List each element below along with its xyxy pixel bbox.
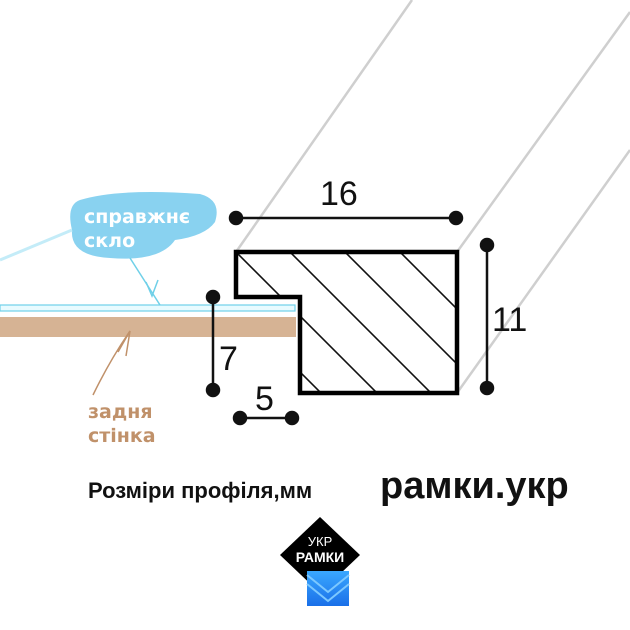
brand-name: рамки.укр (380, 465, 569, 507)
dim-5: 5 (255, 380, 274, 418)
glass-bubble (0, 192, 217, 306)
glass-label: справжнє скло (84, 205, 190, 253)
dim-11: 11 (492, 301, 527, 339)
glass-pane (0, 304, 296, 312)
logo-line2: РАМКИ (296, 549, 345, 565)
backing-arrow (92, 330, 131, 396)
frame-profile (233, 249, 460, 396)
backing-label-line1: задня (88, 401, 153, 423)
dimension-lines (205, 210, 495, 426)
glass-label-line1: справжнє (84, 206, 191, 228)
dim-7: 7 (219, 340, 238, 378)
backing-label-line2: стінка (88, 425, 156, 447)
logo-line1: УКР (308, 534, 333, 549)
dim-16: 16 (320, 175, 358, 213)
backing-board (0, 317, 296, 337)
backing-label: задня стінка (88, 400, 156, 448)
glass-label-line2: скло (84, 230, 136, 252)
caption: Розміри профіля,мм (88, 478, 313, 503)
brand-logo: УКР РАМКИ (280, 517, 360, 606)
